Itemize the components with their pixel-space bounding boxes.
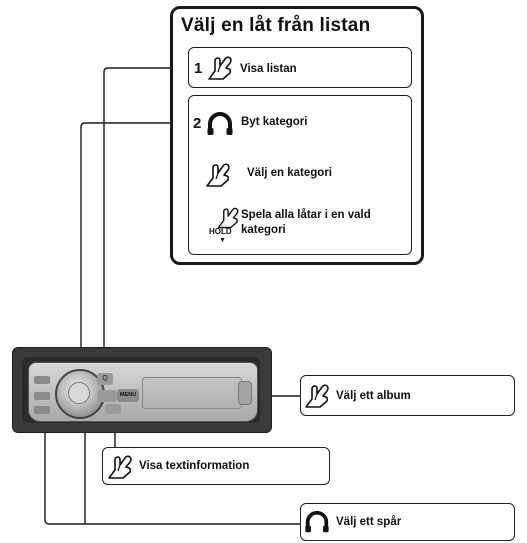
rotate-icon [207, 112, 233, 135]
right-button[interactable] [238, 381, 252, 405]
hold-arrow-icon: ▼ [219, 237, 226, 244]
step1-number: 1 [194, 60, 203, 77]
step1-label: Visa listan [240, 63, 297, 75]
hold-hand-icon [217, 207, 239, 229]
album-callout [300, 375, 515, 416]
push-hand-icon [108, 455, 132, 479]
hold-label: HOLD [209, 227, 232, 236]
band-button[interactable] [34, 392, 50, 400]
textinfo-label: Visa textinformation [139, 460, 250, 472]
play-all-label: Spela alla låtar i en vald kategori [241, 209, 371, 236]
push-hand-icon [208, 56, 232, 80]
display-button[interactable] [105, 404, 121, 414]
menu-button[interactable]: MENU [117, 389, 139, 402]
display-window [142, 377, 242, 409]
knob-center[interactable] [68, 382, 90, 404]
step1-box [188, 47, 412, 88]
connector-track-left [44, 395, 300, 525]
arrow-button[interactable] [97, 390, 117, 402]
src-button[interactable] [34, 376, 50, 384]
track-callout [300, 503, 515, 541]
connector-step1 [103, 67, 190, 378]
push-hand-icon [305, 384, 329, 408]
textinfo-callout [102, 447, 330, 485]
album-label: Välj ett album [336, 390, 411, 402]
rotate-icon [305, 510, 329, 533]
push-hand-icon [206, 163, 230, 187]
track-label: Välj ett spår [336, 516, 402, 528]
step2-label: Byt kategori [241, 116, 308, 128]
step2-number: 2 [193, 115, 202, 132]
choose-category-label: Välj en kategori [247, 167, 333, 179]
list-button[interactable]: Q [97, 373, 113, 385]
panel-title: Välj en låt från listan [181, 15, 371, 36]
eject-button[interactable] [34, 406, 50, 414]
connector-step2 [80, 122, 190, 372]
